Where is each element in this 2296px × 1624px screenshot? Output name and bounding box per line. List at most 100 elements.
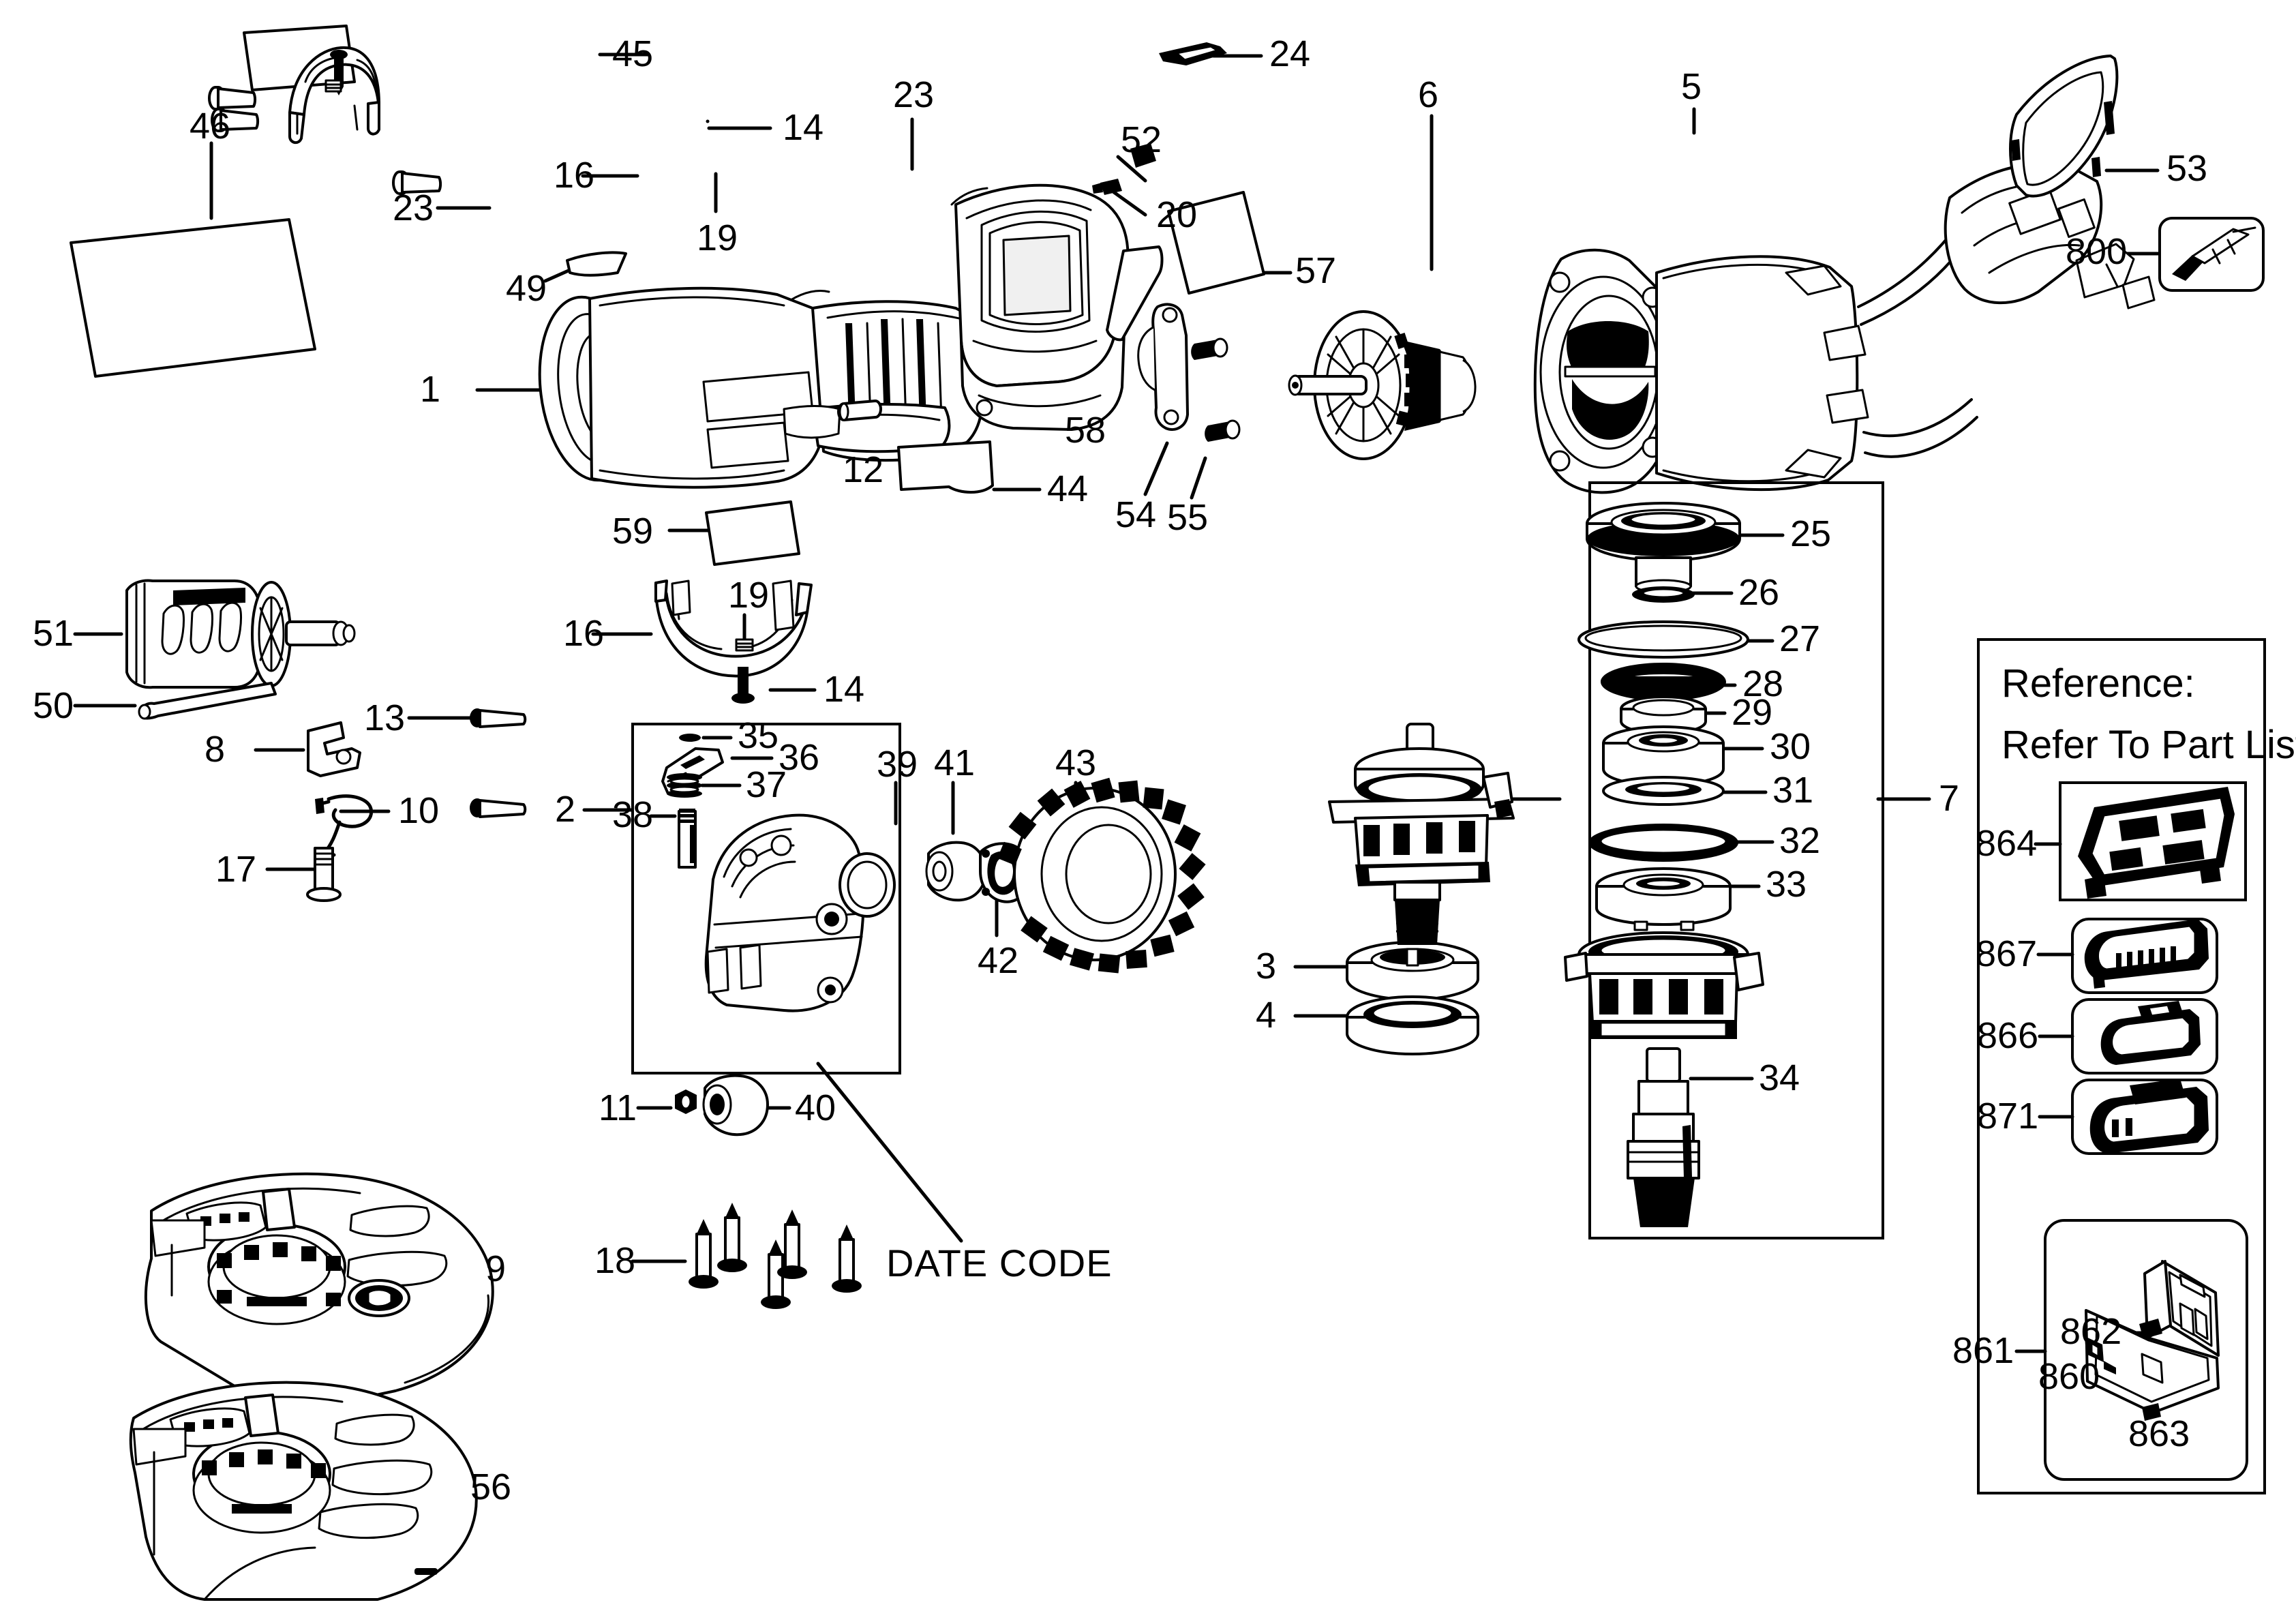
callout-4: 4	[1256, 995, 1277, 1036]
part-866-battery-pack-compact	[2100, 1001, 2201, 1065]
part-5-motor-assembly	[1533, 162, 2156, 494]
part-14-handle-screw-top	[330, 50, 348, 95]
callout-14-lower: 14	[824, 669, 865, 710]
main-tool-body-assembly	[538, 183, 1130, 489]
spindle-assembly-preview	[1328, 723, 1515, 945]
part-58-grip-pad	[1106, 245, 1164, 342]
ref-callout-862: 862	[2060, 1311, 2122, 1352]
part-59-brand-label	[705, 500, 800, 566]
ref-callout-871: 871	[1977, 1096, 2039, 1137]
callout-42: 42	[978, 940, 1019, 981]
part-10-torsion-spring	[315, 794, 374, 857]
callout-25: 25	[1790, 513, 1832, 554]
part-9-guard-type-27	[145, 1172, 494, 1436]
callout-20: 20	[1156, 194, 1198, 235]
part-45-warning-label-small	[243, 25, 356, 91]
part-53-battery-receptacle-cover	[2009, 55, 2119, 198]
callout-52: 52	[1121, 119, 1162, 160]
ref-callout-867: 867	[1976, 933, 2038, 974]
part-24-slide-switch-actuator	[1159, 42, 1227, 65]
part-864-battery-tray-insert	[2078, 787, 2235, 899]
callout-16-top: 16	[554, 155, 595, 196]
part-6-armature-fan-assembly	[1288, 310, 1477, 460]
callout-45: 45	[612, 33, 654, 74]
part-18-housing-screws	[689, 1203, 862, 1309]
callout-39: 39	[877, 744, 918, 785]
callout-26: 26	[1738, 572, 1780, 613]
callout-11: 11	[599, 1087, 637, 1128]
part-55-bracket-screws	[1191, 337, 1241, 442]
part-26-thrust-washer-small	[1632, 586, 1695, 603]
callout-12: 12	[843, 449, 884, 490]
part-38-spindle-lock-pin	[678, 809, 697, 869]
part-33-bearing-retainer	[1595, 867, 1732, 931]
callout-50: 50	[33, 685, 74, 726]
callout-56: 56	[470, 1467, 512, 1507]
part-43-bevel-gear	[997, 777, 1206, 974]
part-28-retaining-ring	[1601, 663, 1726, 701]
part-4-inner-backing-flange	[1346, 995, 1479, 1055]
part-40-bushing-bearing	[702, 1074, 769, 1137]
part-32-o-ring-seal	[1588, 824, 1738, 862]
date-code-label: DATE CODE	[886, 1242, 1113, 1284]
callout-24: 24	[1269, 33, 1311, 74]
part-16-handle-clamshell-top	[288, 46, 380, 145]
callout-23-top: 23	[893, 74, 935, 115]
part-11-hex-nut	[675, 1089, 697, 1114]
ref-callout-864: 864	[1976, 823, 2038, 864]
part-27-o-ring-large	[1577, 620, 1749, 659]
part-37-compression-spring	[667, 773, 702, 798]
callout-800: 800	[2066, 231, 2128, 272]
callout-49: 49	[506, 268, 547, 309]
callout-10: 10	[398, 790, 440, 831]
part-3-outer-flange-nut	[1346, 941, 1479, 1001]
part-19-insert-nut-lower	[735, 638, 754, 652]
callout-8: 8	[205, 729, 226, 770]
callout-58: 58	[1065, 410, 1106, 451]
part-49-trim-strip	[566, 251, 627, 277]
part-871-battery-pack-large	[2089, 1079, 2209, 1154]
callout-34: 34	[1759, 1057, 1800, 1098]
part-51-side-handle	[125, 579, 356, 689]
part-30-ball-bearing-upper	[1602, 725, 1725, 787]
part-29-spacer-ring	[1620, 695, 1707, 735]
callout-23-left: 23	[393, 187, 434, 228]
part-41-bearing-sleeve	[925, 841, 987, 902]
callout-44: 44	[1047, 468, 1089, 509]
callout-59: 59	[612, 511, 654, 552]
callout-57: 57	[1295, 250, 1337, 291]
callout-37: 37	[746, 764, 787, 805]
ref-callout-863: 863	[2128, 1413, 2190, 1454]
part-31-shim-washer	[1602, 776, 1725, 806]
part-862-kit-box-latch-upper	[2139, 1319, 2162, 1339]
part-50-wrench-rod	[138, 682, 277, 720]
part-46-warning-label-large	[70, 218, 316, 378]
callout-31: 31	[1772, 770, 1814, 811]
part-800-service-accessory-box	[2158, 217, 2265, 292]
ref-callout-866: 866	[1977, 1015, 2039, 1056]
callout-41: 41	[934, 742, 976, 783]
part-8-lock-lever	[307, 721, 361, 777]
ref-callout-861: 861	[1952, 1330, 2014, 1371]
part-13-machine-screws	[470, 708, 527, 818]
callout-1: 1	[420, 369, 441, 410]
part-12-dowel-pin	[837, 400, 882, 421]
callout-9: 9	[485, 1248, 507, 1289]
part-39-gear-case-cover	[704, 813, 896, 1012]
callout-19-lower: 19	[728, 575, 770, 616]
callout-43: 43	[1055, 742, 1097, 783]
part-25-spindle-cap	[1586, 502, 1741, 594]
part-42-lock-washer-star	[979, 842, 1033, 903]
callout-3: 3	[1256, 946, 1277, 987]
part-36-lock-button	[661, 747, 724, 795]
callout-33: 33	[1766, 864, 1807, 905]
reference-heading-line1: Reference:	[2002, 661, 2195, 706]
part-14-handle-screw-lower	[731, 667, 755, 704]
part-35-brush-shim	[679, 734, 701, 742]
callout-27: 27	[1779, 618, 1821, 659]
callout-28: 28	[1742, 663, 1784, 704]
callout-30: 30	[1770, 726, 1811, 767]
callout-14-top: 14	[783, 107, 824, 148]
callout-2: 2	[555, 789, 576, 830]
